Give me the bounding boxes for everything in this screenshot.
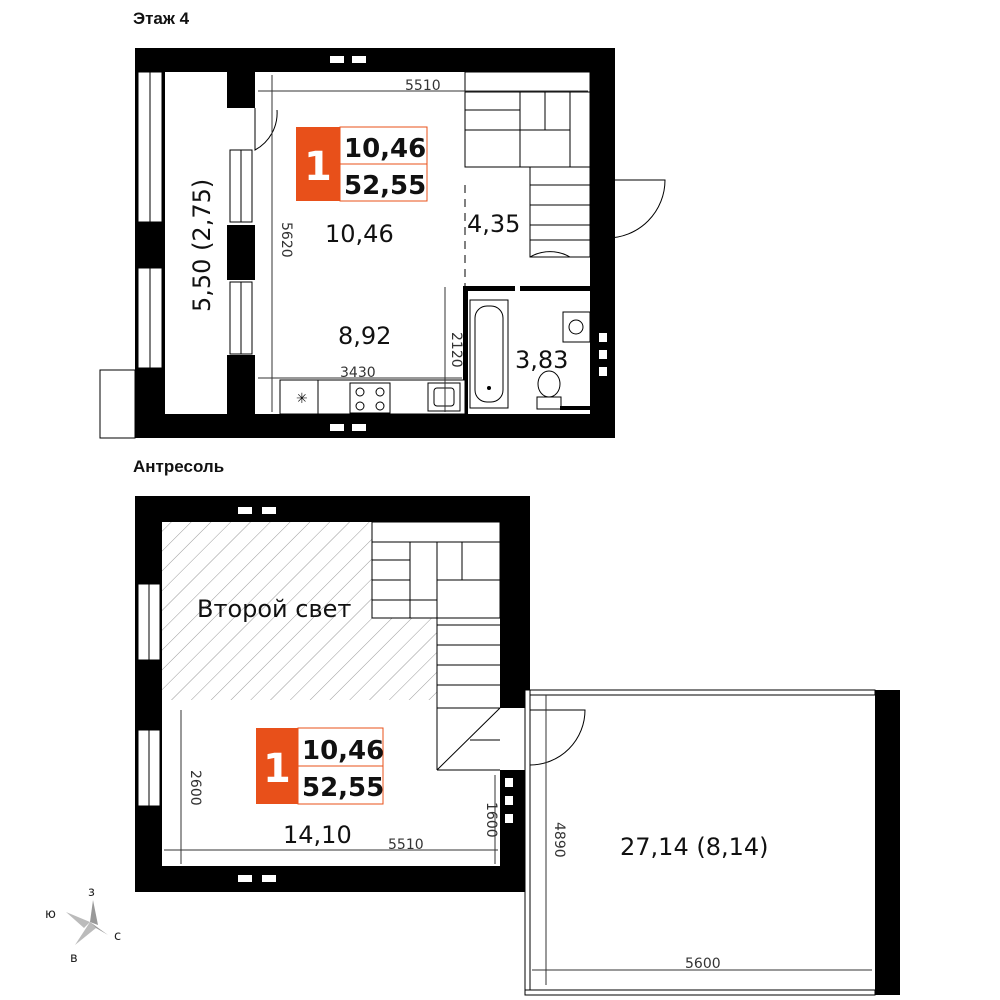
badge-area-living: 10,46 bbox=[302, 736, 384, 766]
floor4-room-bath-area: 3,83 bbox=[515, 346, 568, 374]
floor4-window-bottom bbox=[330, 424, 366, 431]
floor4-dimensions bbox=[258, 75, 588, 412]
floor4-plan: ✳ 5510 5620 3430 2120 10,46 8,92 4,35 3,… bbox=[99, 48, 666, 439]
fridge-icon: ✳ bbox=[296, 391, 308, 407]
compass: з с в ю bbox=[45, 885, 121, 966]
mezzanine-title: Антресоль bbox=[133, 457, 224, 476]
floor4-wall-left-top bbox=[227, 48, 255, 108]
floor4-stairs bbox=[464, 71, 591, 258]
mez-terrace-area: 27,14 (8,14) bbox=[620, 833, 769, 861]
floor4-room-kitchen-area: 8,92 bbox=[338, 322, 391, 350]
mez-wall-left bbox=[135, 496, 162, 892]
mez-dim-terrace-height: 4890 bbox=[551, 822, 567, 858]
mez-terrace-door bbox=[529, 709, 586, 766]
compass-west-icon: з bbox=[88, 885, 95, 900]
floor4-window-top bbox=[330, 56, 366, 63]
floor4-bath-shelf bbox=[560, 406, 590, 410]
mez-wall-top bbox=[135, 496, 530, 522]
floor4-dim-left: 5620 bbox=[278, 222, 294, 258]
floor4-title: Этаж 4 bbox=[133, 9, 190, 28]
floor4-wall-right bbox=[590, 48, 615, 438]
floor4-loggia bbox=[99, 48, 227, 439]
badge-number: 1 bbox=[304, 144, 332, 190]
floor4-toilet bbox=[536, 370, 562, 410]
badge-number: 1 bbox=[263, 746, 291, 792]
mez-window-bottom bbox=[238, 875, 276, 882]
floor4-wall-left-mid bbox=[227, 225, 255, 280]
floor4-window-left bbox=[229, 149, 253, 355]
badge-area-total: 52,55 bbox=[344, 171, 426, 201]
floor4-sink bbox=[562, 311, 591, 343]
mez-dimensions bbox=[164, 695, 872, 985]
mez-wall-bottom bbox=[135, 866, 530, 892]
compass-south-icon: ю bbox=[45, 907, 56, 922]
floor4-dim-top: 5510 bbox=[405, 78, 441, 94]
mez-window-top bbox=[228, 500, 286, 522]
floor4-apartment-badge: 1 10,46 52,55 bbox=[296, 126, 428, 202]
compass-east-icon: в bbox=[70, 951, 78, 966]
second-light-area bbox=[162, 522, 437, 700]
compass-north-icon: с bbox=[114, 929, 121, 944]
floor4-loggia-door bbox=[254, 108, 278, 151]
mez-wall-right-top bbox=[500, 496, 530, 708]
floor4-dim-kitchen: 3430 bbox=[340, 365, 376, 381]
floor4-window-right bbox=[599, 333, 607, 376]
mez-stairs bbox=[371, 521, 501, 771]
floor4-kitchen-counter bbox=[279, 379, 466, 415]
floor4-partitions bbox=[463, 185, 591, 416]
floor4-room-hall-area: 4,35 bbox=[467, 210, 520, 238]
floor4-loggia-area: 5,50 (2,75) bbox=[188, 179, 216, 312]
floor4-wall-left-bottom bbox=[227, 355, 255, 438]
floor4-wall-bottom bbox=[227, 414, 615, 438]
floor4-wall-top bbox=[227, 48, 615, 72]
floor4-dim-bath: 2120 bbox=[448, 332, 464, 368]
floor4-bathtub bbox=[469, 299, 509, 409]
floor4-room-main-area: 10,46 bbox=[325, 220, 394, 248]
mez-apartment-badge: 1 10,46 52,55 bbox=[256, 727, 384, 805]
badge-area-living: 10,46 bbox=[344, 134, 426, 164]
mez-dim-left: 2600 bbox=[187, 770, 203, 806]
mez-room-main-area: 14,10 bbox=[283, 821, 352, 849]
mez-dim-bottom: 5510 bbox=[388, 837, 424, 853]
mez-window-left bbox=[137, 583, 161, 807]
mez-dim-right: 1600 bbox=[483, 802, 499, 838]
second-light-label: Второй свет bbox=[197, 595, 351, 623]
badge-area-total: 52,55 bbox=[302, 773, 384, 803]
floor4-entry-door bbox=[606, 179, 666, 239]
mez-dim-terrace-width: 5600 bbox=[685, 956, 721, 972]
mez-window-right bbox=[505, 778, 513, 823]
terrace bbox=[524, 689, 900, 996]
mezzanine-plan: Второй свет 14,10 27,14 (8,14) 5510 2600… bbox=[135, 496, 900, 996]
